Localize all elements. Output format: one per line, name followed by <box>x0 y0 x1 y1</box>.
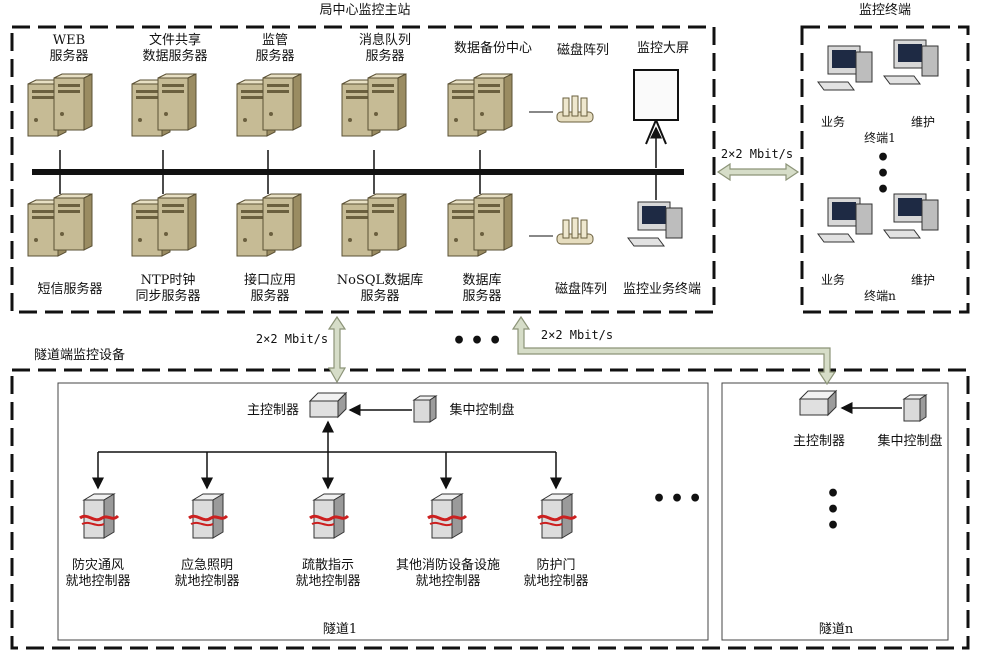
disk-array-icon <box>556 95 594 123</box>
tunnel1-label: 隧道1 <box>322 622 358 637</box>
local-controller-icon <box>426 492 468 540</box>
server-icon <box>28 74 92 136</box>
link-label-terminals: 2×2 Mbit/s <box>720 147 794 161</box>
link-label-tunnel-n: 2×2 Mbit/s <box>540 328 614 342</box>
controller-icon <box>903 394 927 422</box>
tunnel-n-box <box>721 382 949 641</box>
server-icon <box>28 194 92 256</box>
disk-array-icon <box>556 217 594 245</box>
server-icon <box>237 74 301 136</box>
tunnel1-box <box>57 382 709 641</box>
label-backup-center: 数据备份中心 <box>453 41 532 56</box>
server-icon <box>132 74 196 136</box>
tunnel-box <box>10 368 970 650</box>
tunnel1-central-panel-label: 集中控制盘 <box>449 403 515 418</box>
tunnel-title: 隧道端监控设备 <box>34 348 126 363</box>
label-nosql-server: NoSQL数据库服务器 <box>336 273 424 304</box>
tunnel-n-central-panel-label: 集中控制盘 <box>877 434 943 449</box>
computer-terminal-icon <box>627 201 683 247</box>
local-controller-icon <box>187 492 229 540</box>
tn-maintain-label: 维护 <box>910 273 935 287</box>
controller-icon <box>413 395 437 423</box>
t1-maintain-label: 维护 <box>910 115 935 129</box>
label-mq-server: 消息队列服务器 <box>358 33 411 64</box>
label-disk-array-bottom: 磁盘阵列 <box>554 282 607 297</box>
local-ctrl-label-lighting: 应急照明就地控制器 <box>174 558 240 589</box>
controller-icon <box>799 390 837 416</box>
label-interface-server: 接口应用服务器 <box>243 273 296 304</box>
local-controller-icon <box>308 492 350 540</box>
label-disk-array-top: 磁盘阵列 <box>556 43 609 58</box>
server-icon <box>237 194 301 256</box>
computer-terminal-icon <box>883 39 939 85</box>
terminal-box <box>800 25 970 314</box>
controller-icon <box>309 392 347 418</box>
server-icon <box>132 194 196 256</box>
ellipsis-tunnels: ••• <box>652 486 707 512</box>
server-icon <box>342 74 406 136</box>
tn-name-label: 终端n <box>864 289 896 303</box>
label-sms-server: 短信服务器 <box>37 282 103 297</box>
label-business-terminal: 监控业务终端 <box>622 282 701 297</box>
tunnel-n-main-controller-label: 主控制器 <box>792 434 845 449</box>
label-big-screen: 监控大屏 <box>636 41 689 56</box>
ellipsis-center: ••• <box>452 328 507 354</box>
label-supervision-server: 监管服务器 <box>255 33 295 64</box>
local-controller-icon <box>78 492 120 540</box>
t1-business-label: 业务 <box>820 115 845 129</box>
link-label-tunnel1: 2×2 Mbit/s <box>255 332 329 346</box>
ellipsis-tunnel-n: ••• <box>826 481 845 539</box>
center-station-title: 局中心监控主站 <box>319 3 411 18</box>
link-center-tunnel1 <box>327 315 347 384</box>
center-station-box <box>10 25 716 314</box>
terminal-title: 监控终端 <box>858 3 911 18</box>
projector-screen-icon <box>633 69 679 145</box>
local-ctrl-label-ventilation: 防灾通风就地控制器 <box>65 558 131 589</box>
computer-terminal-icon <box>817 197 873 243</box>
label-db-server: 数据库服务器 <box>462 273 502 304</box>
tunnel-n-label: 隧道n <box>818 622 854 637</box>
server-icon <box>448 74 512 136</box>
ellipsis-terminals: ••• <box>876 145 895 203</box>
tn-business-label: 业务 <box>820 273 845 287</box>
label-file-server: 文件共享数据服务器 <box>142 33 208 64</box>
t1-name-label: 终端1 <box>864 131 896 145</box>
local-ctrl-label-evacuation: 疏散指示就地控制器 <box>295 558 361 589</box>
computer-terminal-icon <box>817 45 873 91</box>
local-ctrl-label-fire: 其他消防设备设施就地控制器 <box>395 558 500 589</box>
tunnel1-main-controller-label: 主控制器 <box>246 403 299 418</box>
server-icon <box>448 194 512 256</box>
link-center-terminals <box>716 162 800 182</box>
local-controller-icon <box>536 492 578 540</box>
label-ntp-server: NTP时钟同步服务器 <box>135 273 201 304</box>
server-icon <box>342 194 406 256</box>
local-ctrl-label-door: 防护门就地控制器 <box>523 558 589 589</box>
link-center-tunnel-n <box>511 315 837 386</box>
